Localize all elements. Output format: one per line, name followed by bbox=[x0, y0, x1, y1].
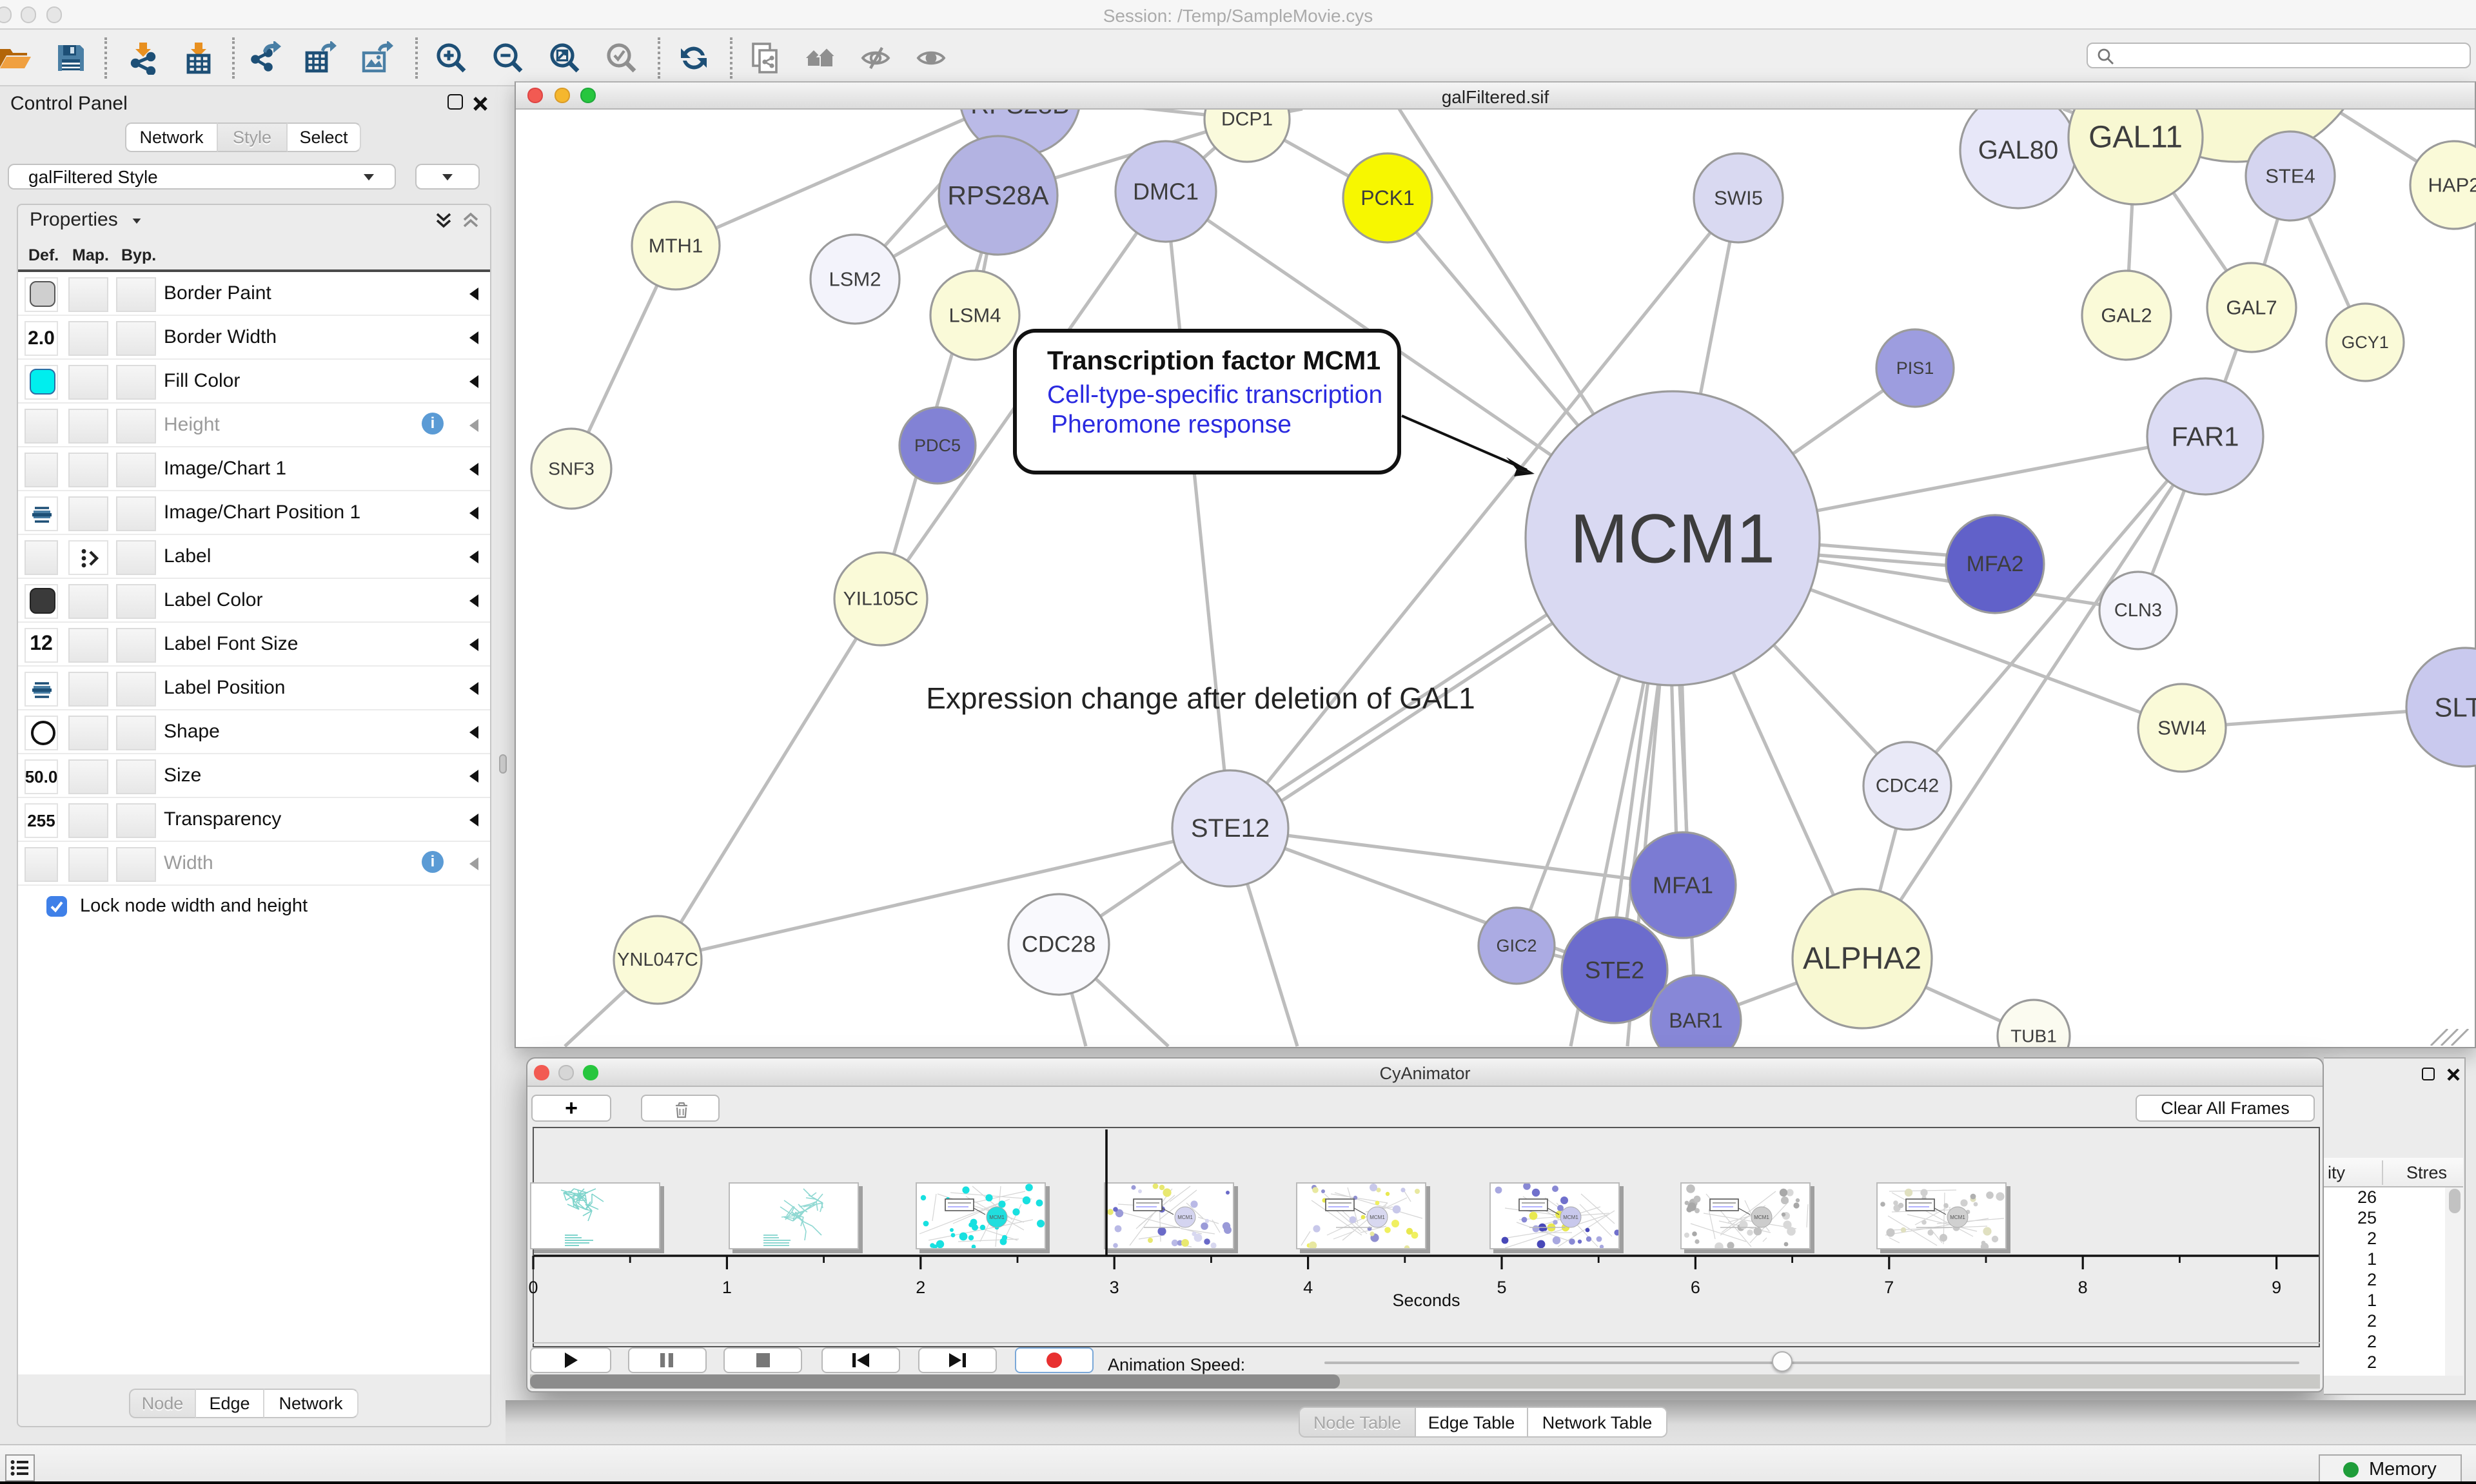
svg-text:Transcription factor MCM1: Transcription factor MCM1 bbox=[1047, 345, 1380, 375]
svg-text:MCM1: MCM1 bbox=[1563, 1215, 1578, 1220]
svg-text:GIC2: GIC2 bbox=[1496, 935, 1537, 955]
svg-text:PDC5: PDC5 bbox=[914, 435, 961, 454]
svg-text:Pheromone response: Pheromone response bbox=[1051, 410, 1292, 438]
svg-text:LSM2: LSM2 bbox=[829, 268, 881, 290]
svg-text:STE4: STE4 bbox=[2265, 164, 2315, 187]
svg-text:MFA2: MFA2 bbox=[1967, 551, 2024, 576]
svg-text:5: 5 bbox=[1497, 1278, 1506, 1297]
svg-text:7: 7 bbox=[1884, 1278, 1894, 1297]
svg-text:MCM1: MCM1 bbox=[1177, 1215, 1193, 1220]
svg-text:Expression change after deleti: Expression change after deletion of GAL1 bbox=[926, 681, 1475, 714]
svg-text:YNL047C: YNL047C bbox=[617, 949, 698, 970]
svg-text:ALPHA2: ALPHA2 bbox=[1803, 941, 1921, 975]
svg-text:SLT2: SLT2 bbox=[2434, 692, 2476, 722]
svg-text:CDC28: CDC28 bbox=[1022, 932, 1096, 957]
svg-text:CDC42: CDC42 bbox=[1876, 775, 1939, 796]
svg-text:CLN3: CLN3 bbox=[2114, 600, 2162, 620]
svg-text:GCY1: GCY1 bbox=[2341, 332, 2389, 351]
svg-text:2: 2 bbox=[916, 1278, 925, 1297]
svg-text:GAL2: GAL2 bbox=[2101, 304, 2152, 326]
svg-text:PCK1: PCK1 bbox=[1361, 186, 1415, 209]
svg-text:LSM4: LSM4 bbox=[949, 304, 1001, 326]
svg-text:HAP2: HAP2 bbox=[2428, 173, 2476, 196]
svg-text:TUB1: TUB1 bbox=[2010, 1026, 2057, 1046]
svg-text:8: 8 bbox=[2078, 1278, 2088, 1297]
svg-text:STE2: STE2 bbox=[1585, 957, 1645, 983]
svg-text:MCM1: MCM1 bbox=[1570, 499, 1775, 577]
svg-text:3: 3 bbox=[1110, 1278, 1119, 1297]
svg-text:MCM1: MCM1 bbox=[989, 1215, 1005, 1220]
svg-text:YIL105C: YIL105C bbox=[843, 588, 919, 609]
svg-text:MTH1: MTH1 bbox=[649, 234, 703, 257]
svg-text:FAR1: FAR1 bbox=[2171, 421, 2239, 451]
svg-text:4: 4 bbox=[1303, 1278, 1313, 1297]
svg-text:1: 1 bbox=[722, 1278, 732, 1297]
svg-text:DCP1: DCP1 bbox=[1221, 109, 1273, 130]
svg-text:GAL80: GAL80 bbox=[1978, 135, 2059, 164]
svg-text:STE12: STE12 bbox=[1191, 814, 1270, 842]
svg-text:PIS1: PIS1 bbox=[1896, 358, 1934, 377]
svg-text:DMC1: DMC1 bbox=[1133, 178, 1199, 204]
svg-text:SNF3: SNF3 bbox=[548, 458, 594, 478]
svg-text:RPS28A: RPS28A bbox=[947, 180, 1049, 210]
svg-text:9: 9 bbox=[2272, 1278, 2281, 1297]
svg-text:GAL11: GAL11 bbox=[2088, 120, 2183, 154]
svg-text:Cell-type-specific transcripti: Cell-type-specific transcription bbox=[1047, 380, 1382, 408]
svg-text:RPS28B: RPS28B bbox=[970, 109, 1069, 119]
svg-text:Seconds: Seconds bbox=[1392, 1291, 1460, 1310]
svg-text:MCM1: MCM1 bbox=[1950, 1215, 1965, 1220]
svg-text:MCM1: MCM1 bbox=[1370, 1215, 1385, 1220]
svg-text:SWI4: SWI4 bbox=[2157, 716, 2206, 739]
svg-text:MFA1: MFA1 bbox=[1653, 872, 1713, 898]
svg-text:GAL7: GAL7 bbox=[2226, 296, 2277, 318]
svg-text:BAR1: BAR1 bbox=[1669, 1008, 1723, 1031]
svg-text:0: 0 bbox=[528, 1278, 538, 1297]
svg-text:6: 6 bbox=[1691, 1278, 1700, 1297]
svg-text:SWI5: SWI5 bbox=[1714, 186, 1763, 209]
svg-text:MCM1: MCM1 bbox=[1754, 1215, 1769, 1220]
